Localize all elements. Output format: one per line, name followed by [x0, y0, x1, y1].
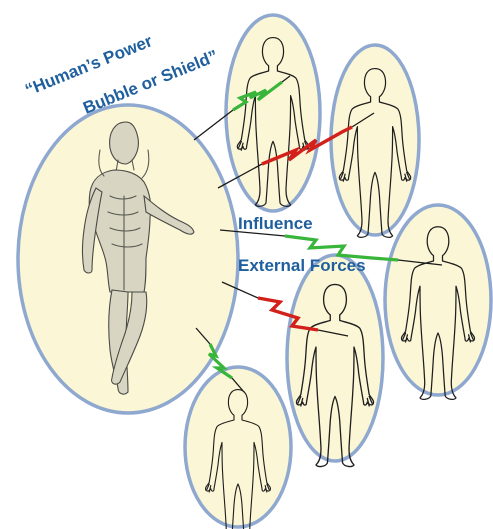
other-person-bubble-top	[226, 15, 320, 211]
other-person-bubble-bottom	[185, 367, 291, 527]
other-person-bubble-right	[385, 205, 491, 395]
other-person-bubble-lower-right	[287, 255, 383, 461]
external-forces-label: External Forces	[238, 256, 366, 275]
other-person-bubble-upper-right	[331, 45, 419, 235]
influence-label: Influence	[238, 214, 313, 233]
